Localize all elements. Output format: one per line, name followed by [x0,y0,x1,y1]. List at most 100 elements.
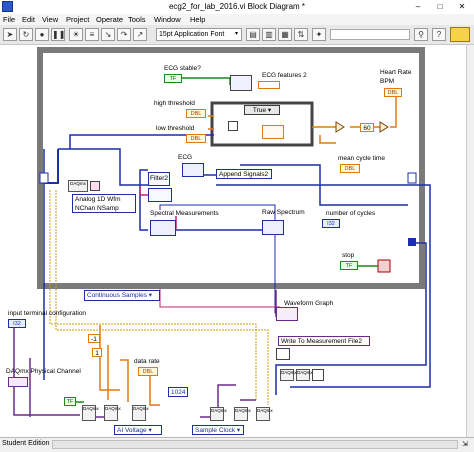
resize-grip-icon: ⇲ [462,441,468,448]
array-index-node[interactable] [228,121,238,131]
low-threshold-terminal[interactable]: DBL [186,134,206,143]
minimize-icon[interactable]: – [415,2,421,11]
search-input[interactable] [330,29,410,40]
menu-help[interactable]: Help [190,15,206,24]
constant-1[interactable]: 1 [92,348,102,357]
vi-icon[interactable] [450,27,470,42]
case-selector[interactable]: True ▾ [244,105,280,115]
align-icon[interactable]: ▤ [246,28,260,41]
ecg-features-vi[interactable] [230,75,252,91]
mean-cycle-time-label: mean cycle time [338,155,385,162]
daqmx-start-node[interactable]: DAQmx [104,405,121,421]
step-out-icon[interactable]: ↗ [133,28,147,41]
loop-condition-icon [377,259,391,273]
analog-wfm-line2: NChan NSamp [75,205,119,212]
heart-rate-units: BPM [380,78,395,85]
filter-label: Filter2 [149,175,169,182]
retain-wire-values-icon[interactable]: ≡ [85,28,99,41]
input-terminal-control[interactable]: I32 [8,319,26,328]
data-rate-label: data rate [134,358,160,365]
tf-constant[interactable]: TF [64,397,76,406]
font-selector[interactable]: 15pt Application Font [156,28,242,41]
abort-icon[interactable]: ● [35,28,49,41]
daqmx-stop-node[interactable]: DAQmx [210,407,227,421]
wire-blue-4 [69,134,214,149]
step-over-icon[interactable]: ↷ [117,28,131,41]
daqmx-channel-control[interactable] [8,377,28,387]
append-signals-node[interactable]: Append Signals2 [216,169,272,179]
data-rate-control[interactable]: DBL [138,367,158,376]
run-continuously-icon[interactable]: ↻ [19,28,33,41]
waveform-graph-terminal[interactable] [276,307,298,321]
heart-rate-terminal[interactable]: DBL [384,88,402,97]
menu-operate[interactable]: Operate [96,15,124,24]
menu-window[interactable]: Window [154,15,181,24]
daqmx-timing-node[interactable]: DAQmx [132,405,149,421]
ecg-chart-terminal[interactable] [182,163,204,177]
close-icon[interactable]: ✕ [458,2,466,11]
number-of-cycles-terminal[interactable]: I32 [322,219,340,228]
simple-error-handler-icon[interactable] [312,369,324,381]
menu-file[interactable]: File [3,15,16,24]
constant-1024[interactable]: 1024 [168,387,188,397]
ecg-stable-terminal[interactable]: TF [164,74,182,83]
waveform-graph-label: Waveform Graph [284,300,334,307]
write-to-measurement-file-node[interactable]: Write To Measurement File2 [278,336,370,346]
sample-clock-selector[interactable]: Sample Clock ▾ [192,425,244,435]
ecg-label: ECG [178,154,193,161]
daqmx-create-channel-node[interactable]: DAQmx [82,405,99,421]
filter-vi[interactable]: Filter2 [148,172,170,186]
font-selector-label: 15pt Application Font [159,31,225,38]
ecg-features-terminal[interactable] [258,81,280,89]
menu-project[interactable]: Project [66,15,90,24]
daqmx-read-node[interactable]: DAQmx [68,180,88,192]
mean-cycle-time-terminal[interactable]: DBL [340,164,360,173]
daqmx-read-bottom-node[interactable]: DAQmx [256,407,273,421]
spectral-measurements-vi[interactable] [150,220,176,236]
vertical-scrollbar[interactable] [466,45,474,437]
wire-blue-10 [275,242,427,395]
ai-voltage-selector[interactable]: AI Voltage ▾ [114,425,162,435]
peak-detector-vi[interactable] [262,125,284,139]
wire-blue-5 [139,169,148,231]
highlight-execution-icon[interactable]: ☀ [69,28,83,41]
daqmx-extra-node-1[interactable]: DAQmx [280,369,297,381]
continuous-samples-constant[interactable]: Continuous Samples ▾ [84,290,160,301]
constant-60[interactable]: 60 [360,123,374,132]
wire-orange-7 [99,325,120,391]
high-threshold-label: high threshold [154,100,195,107]
maximize-icon[interactable]: □ [437,2,443,11]
block-diagram-canvas[interactable]: ECG stable? TF ECG features 2 Heart Rate… [0,45,474,437]
sample-clock-label: Sample Clock [195,427,236,434]
menu-view[interactable]: View [42,15,59,24]
reorder-icon[interactable]: ⇅ [294,28,308,41]
window-title: ecg2_for_lab_2016.vi Block Diagram * [168,2,306,11]
stop-terminal[interactable]: TF [340,261,358,270]
low-threshold-label: low threshold [156,125,195,132]
ecg-features-label: ECG features 2 [262,72,307,79]
horizontal-scrollbar[interactable] [52,440,458,449]
help-icon[interactable]: ? [432,28,446,41]
tunnel-right [408,238,416,246]
analog-wfm-selector[interactable]: Analog 1D Wfm NChan NSamp [72,194,136,213]
menu-tools[interactable]: Tools [128,15,146,24]
step-into-icon[interactable]: ↘ [101,28,115,41]
input-terminal-label: input terminal configuration [8,310,87,317]
clean-up-icon[interactable]: ✦ [312,28,326,41]
high-threshold-terminal[interactable]: DBL [186,109,206,118]
search-icon[interactable]: ⚲ [414,28,428,41]
chevron-down-icon: ▾ [235,31,239,37]
status-bar: Student Edition ⇲ [0,437,474,452]
pause-icon[interactable]: ❚❚ [51,28,66,41]
distribute-icon[interactable]: ▥ [262,28,276,41]
ecg-stable-label: ECG stable? [164,65,201,72]
run-arrow-icon[interactable]: ➤ [3,28,17,41]
case-selector-label: True [252,107,267,114]
menu-edit[interactable]: Edit [22,15,35,24]
wire-purple-4 [200,384,236,418]
resize-icon[interactable]: ▦ [278,28,292,41]
daqmx-extra-node-2[interactable]: DAQmx [296,369,313,381]
raw-spectrum-terminal[interactable] [262,220,284,235]
constant-neg1[interactable]: -1 [88,334,100,343]
daqmx-clear-node[interactable]: DAQmx [234,407,251,421]
